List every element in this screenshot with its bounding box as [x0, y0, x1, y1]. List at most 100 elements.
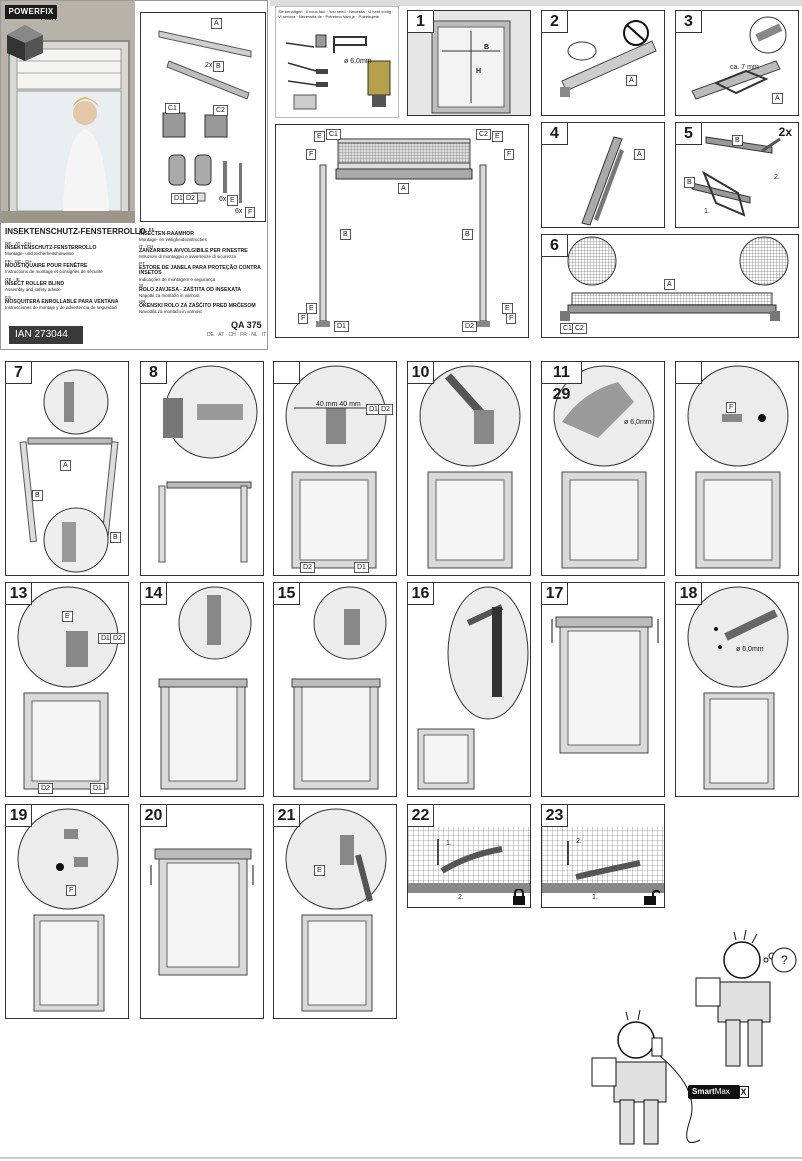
smartmax-brand-a: Smart	[692, 1087, 715, 1096]
model-sub: DE · AT · CH · FR · NL · IT	[207, 332, 267, 338]
ian-number: IAN 273044	[9, 326, 83, 344]
assembly-label-f3: F	[298, 313, 309, 324]
assembly-label-b2: B	[462, 229, 473, 240]
assembly-label-b1: B	[340, 229, 351, 240]
step-15-panel: 15	[273, 582, 397, 797]
step-14-panel: 14	[140, 582, 264, 797]
step-5-label-b1: B	[732, 135, 743, 146]
lock-open-icon	[644, 889, 660, 905]
step-23-panel: 23 2. 1.	[541, 804, 665, 908]
assembly-label-a: A	[398, 183, 409, 194]
mascot-phone	[591, 1009, 701, 1145]
assembly-label-e1: E	[314, 131, 325, 142]
step-2-panel: 2 A	[541, 10, 665, 116]
step-3-note: ca. 7 mm	[730, 64, 759, 71]
step-number: 18	[676, 583, 702, 605]
step-19-label-f: F	[66, 885, 77, 896]
step-7-label-b2: B	[110, 532, 121, 543]
smartmax-x: X	[738, 1086, 749, 1098]
step-3-label-a: A	[772, 93, 783, 104]
step-6-label-c2: C2	[572, 323, 587, 334]
step-13-label-d1-bottom: D1	[90, 783, 105, 794]
step-number: 15	[274, 583, 300, 605]
step-17-panel: 17	[541, 582, 665, 797]
part-label-6x-e: 6x	[219, 196, 227, 203]
step-4-label-a: A	[634, 149, 645, 160]
step-16-panel: 16	[407, 582, 531, 797]
parts-panel: A 2x B C1 C2 D1 D2 6x E 6x F	[140, 12, 266, 222]
step-number: 22	[408, 805, 434, 827]
assembly-label-f2: F	[504, 149, 515, 160]
assembly-label-f4: F	[506, 313, 517, 324]
step-number: 5	[676, 123, 702, 145]
step-6-panel: 6 A C1 C2	[541, 234, 799, 338]
step-5-badge: 2x	[778, 125, 792, 139]
part-label-2x: 2x	[205, 62, 213, 69]
step-23-label-1: 1.	[592, 894, 598, 901]
step-5-label-1: 1.	[704, 208, 710, 215]
step-number: 3	[676, 11, 702, 33]
mascot-confused	[695, 929, 797, 1067]
step-5-label-b2: B	[684, 177, 695, 188]
assembly-label-c1: C1	[326, 129, 341, 140]
step-13-label-e: E	[62, 611, 73, 622]
step-13-panel: 13 E D1 D2 D2 D1	[5, 582, 129, 797]
part-label-e: E	[227, 195, 238, 206]
step-number: 11 29	[542, 362, 582, 403]
step-9-panel: 40 mm 40 mm D1 D2 D2 D1	[273, 361, 397, 576]
step-11-note: ø 6,0mm	[624, 419, 652, 426]
header-strip	[270, 0, 802, 6]
question-mark: ?	[781, 953, 788, 967]
assembly-label-f1: F	[306, 149, 317, 160]
step-number: 17	[542, 583, 568, 605]
step-8-panel: 8	[140, 361, 264, 576]
step-12-panel: F	[675, 361, 799, 576]
step-10-panel: 10	[407, 361, 531, 576]
step-2-label-a: A	[626, 75, 637, 86]
assembly-panel: E C1 C2 E F F A B B E E F D1 D2 F	[275, 124, 529, 338]
step-number: 2	[542, 11, 568, 33]
step-5-panel: 5 2x B B 1. 2.	[675, 122, 799, 228]
step-number: 16	[408, 583, 434, 605]
assembly-label-d1: D1	[334, 321, 349, 332]
step-9-label-d2: D2	[378, 404, 393, 415]
brand-sub: PROFI	[41, 16, 57, 22]
model-number: QA 375	[231, 320, 262, 330]
tools-text: Sie benötigen · Il vous faut · You need …	[278, 9, 394, 19]
part-label-d2: D2	[183, 193, 198, 204]
step-1-label-h: H	[476, 68, 482, 75]
step-13-label-d2: D2	[110, 633, 125, 644]
step-number: 10	[408, 362, 434, 384]
cube-badge-icon	[7, 25, 43, 61]
assembly-label-e2: E	[492, 131, 503, 142]
brand-logo: POWERFIX	[5, 5, 57, 19]
step-number: 13	[6, 583, 32, 605]
step-21-panel: 21 E	[273, 804, 397, 1019]
step-22-label-1: 1.	[446, 840, 452, 847]
step-21-label-e: E	[314, 865, 325, 876]
tools-drill-label: ø 6,0mm	[344, 58, 372, 65]
step-number: 14	[141, 583, 167, 605]
step-23-label-2: 2.	[576, 838, 582, 845]
step-number: 8	[141, 362, 167, 384]
step-18-note: ø 6,0mm	[736, 646, 764, 653]
assembly-label-e3: E	[306, 303, 317, 314]
part-label-b: B	[213, 61, 224, 72]
step-1-label-b: B	[484, 44, 490, 51]
step-number: 19	[6, 805, 32, 827]
step-1-panel: 1 B H	[407, 10, 531, 116]
step-22-label-2: 2.	[458, 894, 464, 901]
part-label-f: F	[245, 207, 256, 218]
step-13-label-d2-bottom: D2	[38, 783, 53, 794]
part-label-a: A	[211, 18, 222, 29]
step-9-label-d2-bottom: D2	[300, 562, 315, 573]
smartmax-logo: SmartMax	[688, 1085, 740, 1099]
step-number: 7	[6, 362, 32, 384]
part-label-c1: C1	[165, 103, 180, 114]
step-11-panel: 11 29 ø 6,0mm	[541, 361, 665, 576]
step-number	[274, 362, 300, 384]
